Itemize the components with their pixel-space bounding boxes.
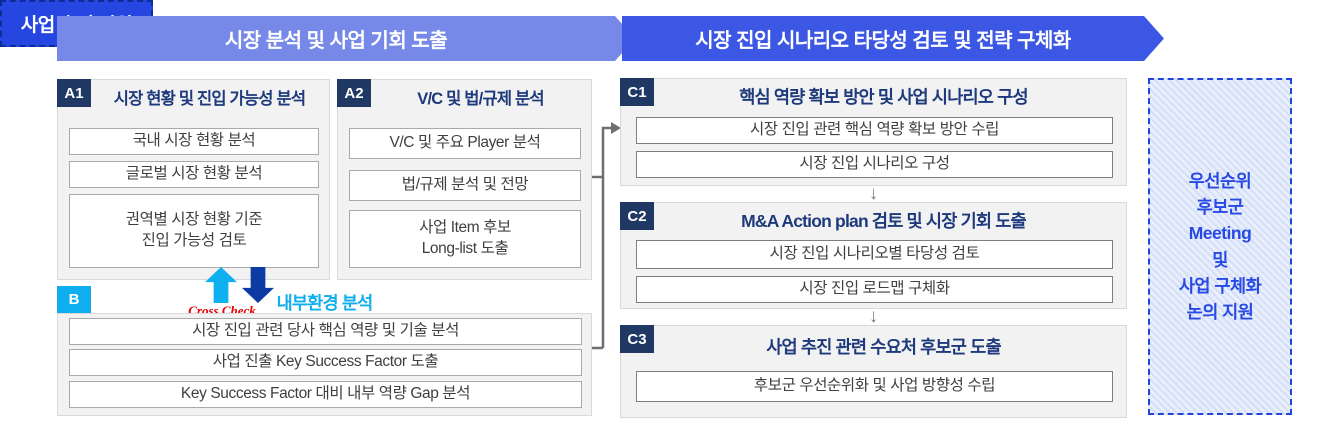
panel-c3-demand-candidates: C3 사업 추진 관련 수요처 후보군 도출 후보군 우선순위화 및 사업 방향… bbox=[620, 325, 1127, 418]
panel-c3-title: 사업 추진 관련 수요처 후보군 도출 bbox=[766, 336, 1001, 357]
task-box: 법/규제 분석 및 전망 bbox=[349, 170, 581, 201]
task-box: V/C 및 주요 Player 분석 bbox=[349, 128, 581, 159]
phase-banner-label: 시장 진입 시나리오 타당성 검토 및 전략 구체화 bbox=[695, 30, 1071, 52]
badge-c1: C1 bbox=[620, 78, 654, 106]
panel-c1-title: 핵심 역량 확보 방안 및 사업 시나리오 구성 bbox=[739, 86, 1028, 107]
task-box: 후보군 우선순위화 및 사업 방향성 수립 bbox=[636, 371, 1113, 402]
panel-a2-title: V/C 및 법/규제 분석 bbox=[417, 90, 544, 108]
panel-b-internal-environment: 시장 진입 관련 당사 핵심 역량 및 기술 분석 사업 진출 Key Succ… bbox=[57, 313, 592, 416]
panel-a2-vc-regulation: A2 V/C 및 법/규제 분석 V/C 및 주요 Player 분석 법/규제… bbox=[337, 79, 592, 280]
task-box: 국내 시장 현황 분석 bbox=[69, 128, 319, 155]
badge-a1: A1 bbox=[57, 79, 91, 107]
task-box: 시장 진입 관련 당사 핵심 역량 및 기술 분석 bbox=[69, 318, 582, 345]
phase-banner-scenario-validation: 시장 진입 시나리오 타당성 검토 및 전략 구체화 bbox=[622, 16, 1164, 61]
task-box: 시장 진입 시나리오별 타당성 검토 bbox=[636, 240, 1113, 269]
flow-down-arrow-icon: ↓ bbox=[868, 306, 879, 327]
badge-c3: C3 bbox=[620, 325, 654, 353]
task-box: 시장 진입 시나리오 구성 bbox=[636, 151, 1113, 178]
phase-banner-label: 시장 분석 및 사업 기회 도출 bbox=[224, 30, 448, 52]
task-box: 시장 진입 로드맵 구체화 bbox=[636, 276, 1113, 303]
panel-a1-market-status: A1 시장 현황 및 진입 가능성 분석 국내 시장 현황 분석 글로벌 시장 … bbox=[57, 79, 330, 280]
support-meeting-box: 우선순위 후보군 Meeting 및 사업 구체화 논의 지원 bbox=[1148, 78, 1292, 415]
flow-down-arrow-icon: ↓ bbox=[868, 183, 879, 204]
panel-c1-core-capability: C1 핵심 역량 확보 방안 및 사업 시나리오 구성 시장 진입 관련 핵심 … bbox=[620, 78, 1127, 186]
task-box: 사업 진출 Key Success Factor 도출 bbox=[69, 349, 582, 376]
panel-a1-title: 시장 현황 및 진입 가능성 분석 bbox=[113, 90, 306, 108]
task-box: Key Success Factor 대비 내부 역량 Gap 분석 bbox=[69, 381, 582, 408]
badge-b: B bbox=[57, 286, 91, 313]
merge-connector-arrow bbox=[592, 122, 621, 350]
support-meeting-text: 우선순위 후보군 Meeting 및 사업 구체화 논의 지원 bbox=[1178, 170, 1262, 322]
phase-banner-market-analysis: 시장 분석 및 사업 기회 도출 bbox=[57, 16, 635, 61]
panel-c2-ma-action-plan: C2 M&A Action plan 검토 및 시장 기회 도출 시장 진입 시… bbox=[620, 202, 1127, 309]
badge-c2: C2 bbox=[620, 202, 654, 230]
task-box: 권역별 시장 현황 기준 진입 가능성 검토 bbox=[69, 194, 319, 268]
panel-b-title: 내부환경 분석 bbox=[276, 293, 374, 313]
task-box: 글로벌 시장 현황 분석 bbox=[69, 161, 319, 188]
badge-a2: A2 bbox=[337, 79, 371, 107]
task-box: 시장 진입 관련 핵심 역량 확보 방안 수립 bbox=[636, 117, 1113, 144]
panel-c2-title: M&A Action plan 검토 및 시장 기회 도출 bbox=[741, 210, 1027, 231]
task-box: 사업 Item 후보 Long-list 도출 bbox=[349, 210, 581, 268]
